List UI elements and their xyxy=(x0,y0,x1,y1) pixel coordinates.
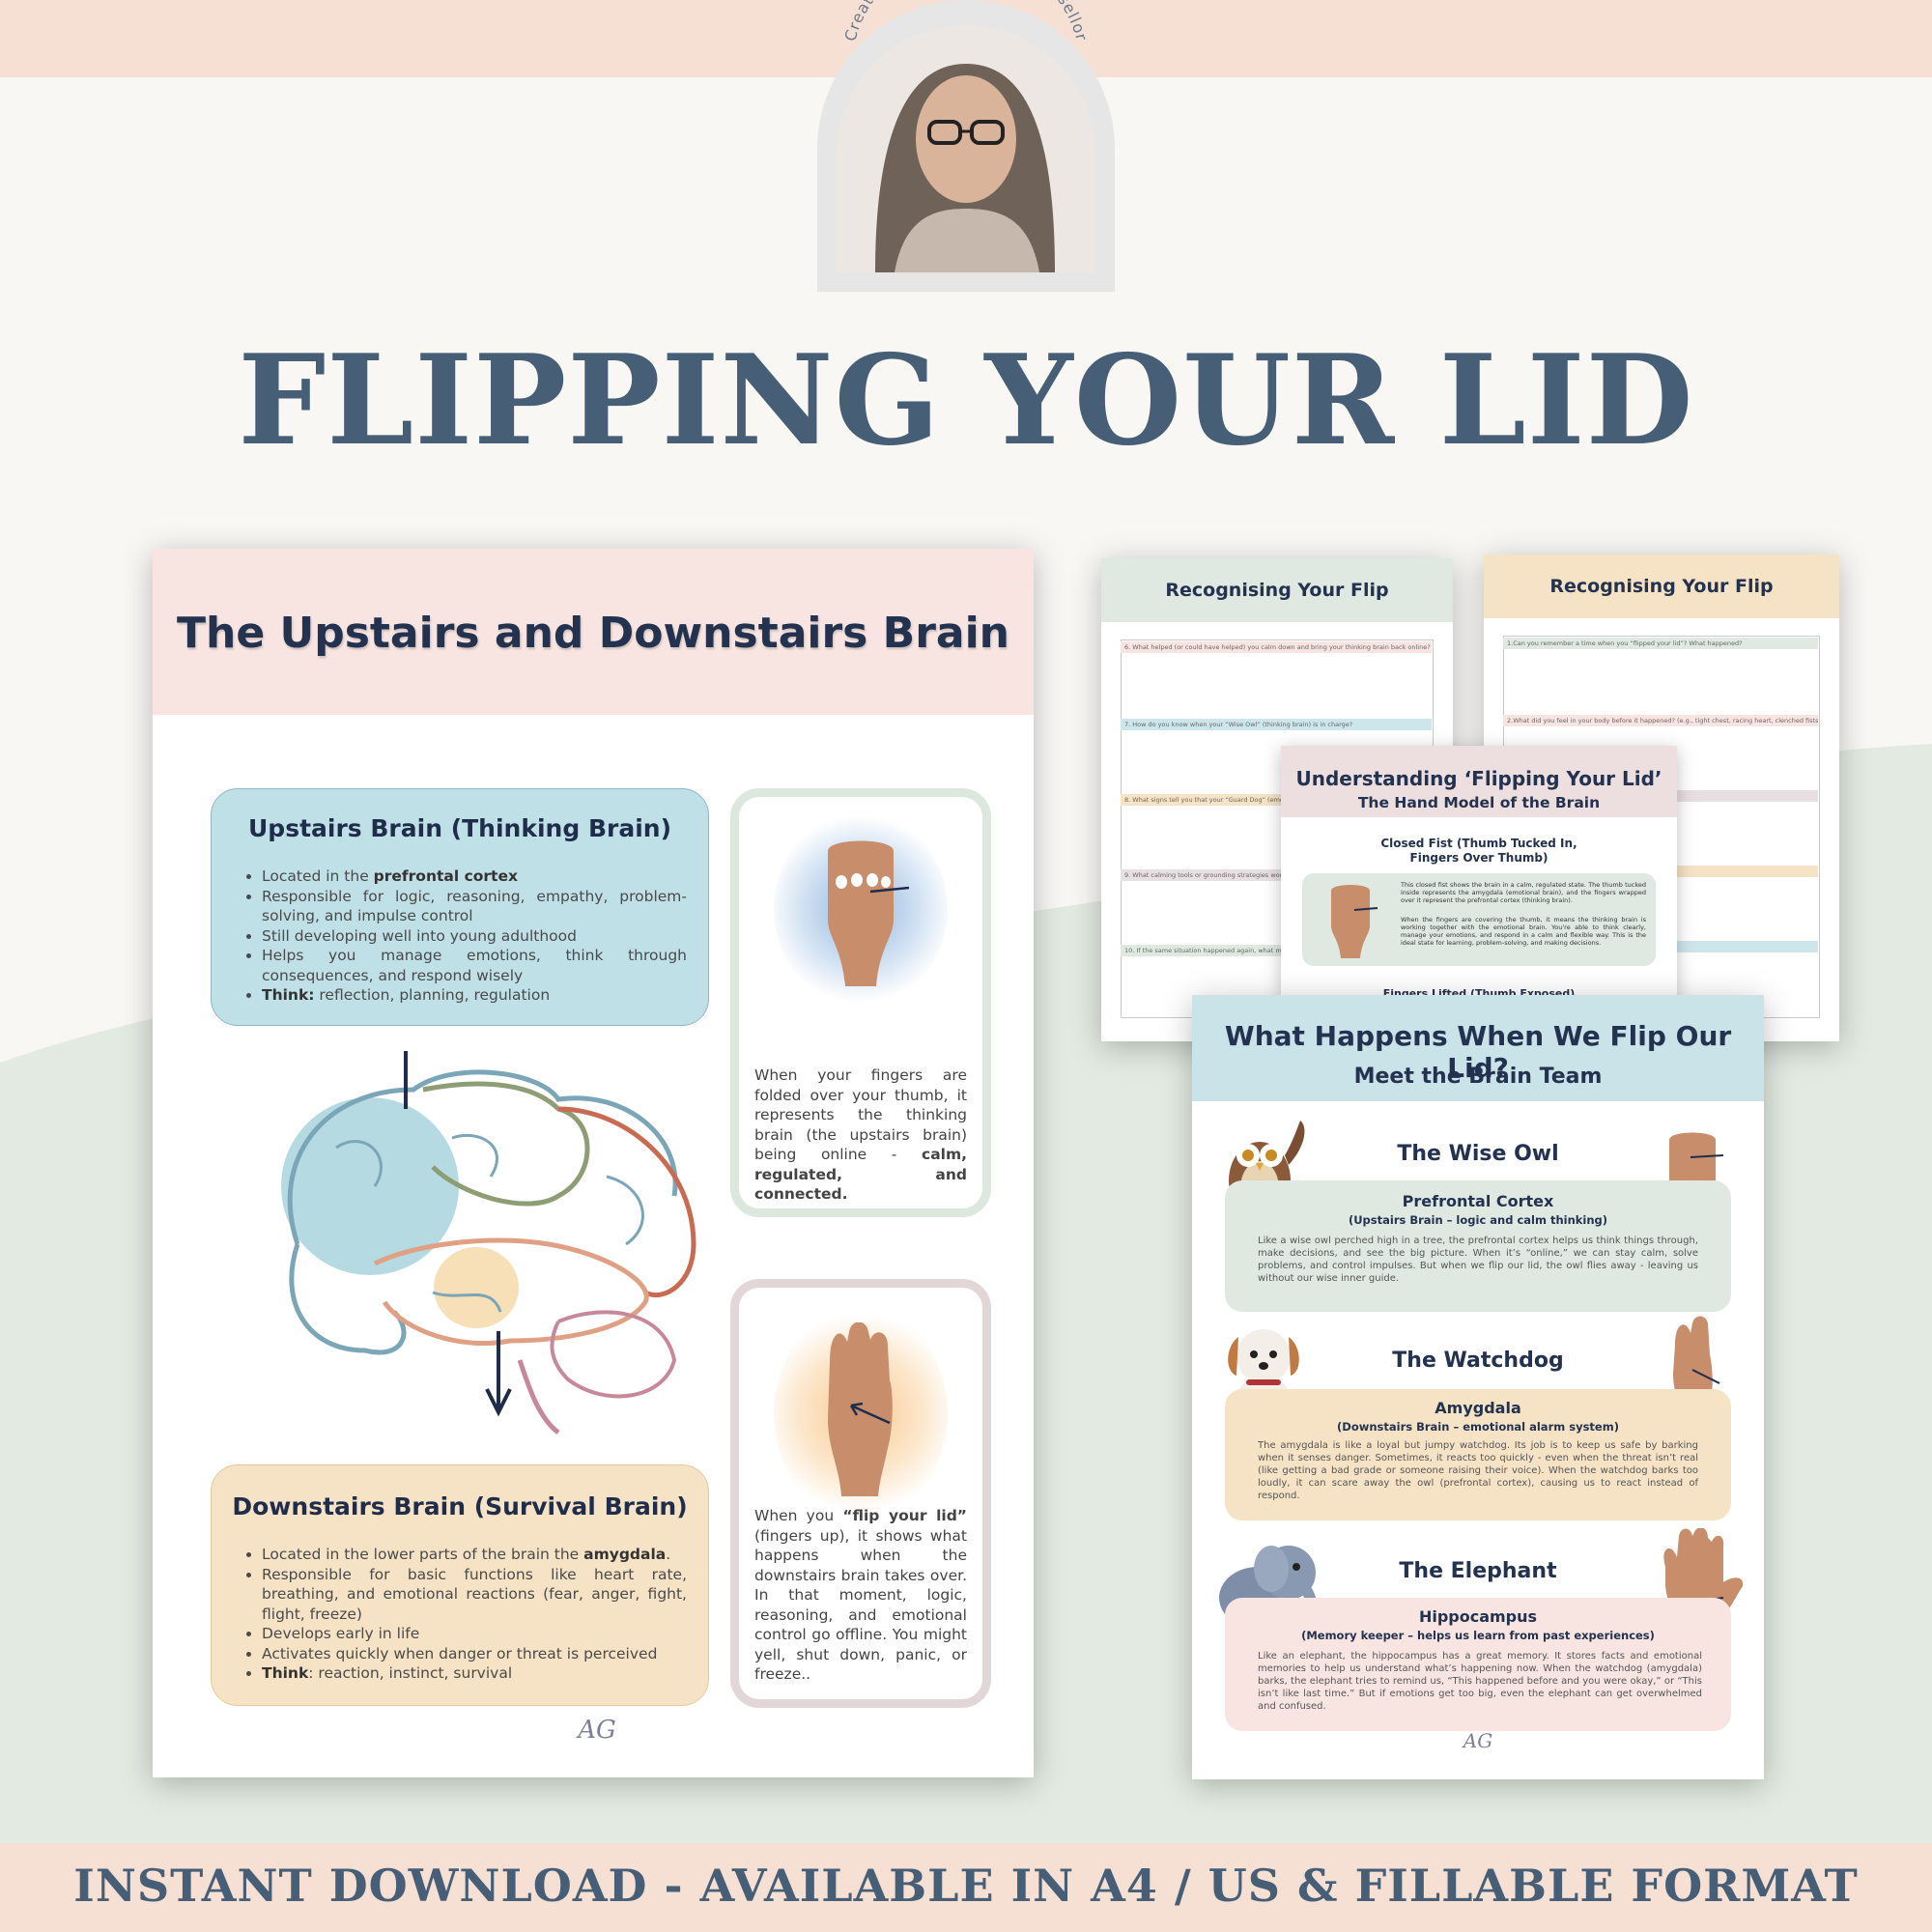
question-8: 8. What signs tell you that your “Guard … xyxy=(1121,794,1298,806)
owl-role-sub: (Upstairs Brain – logic and calm thinkin… xyxy=(1348,1213,1608,1227)
brain-illustration xyxy=(281,1051,696,1435)
upstairs-brain-item: Think: reflection, planning, regulation xyxy=(262,985,687,1006)
open-hand-card: When you “flip your lid” (fingers up), i… xyxy=(730,1279,991,1708)
brain-team-subtitle: Meet the Brain Team xyxy=(1353,1065,1603,1089)
hand-model-text-1: This closed fist shows the brain in a ca… xyxy=(1401,881,1646,904)
hand-model-box: This closed fist shows the brain in a ca… xyxy=(1302,873,1656,966)
elephant-role-sub: (Memory keeper – helps us learn from pas… xyxy=(1301,1629,1655,1642)
main-title: FLIPPING YOUR LID xyxy=(238,328,1694,473)
downstairs-brain-item: Develops early in life xyxy=(262,1624,687,1644)
question-10: 10. If the same situation happened again… xyxy=(1121,945,1298,956)
dog-box: Amygdala (Downstairs Brain – emotional a… xyxy=(1225,1389,1731,1520)
upstairs-downstairs-page: The Upstairs and Downstairs Brain Upstai… xyxy=(153,549,1034,1777)
elephant-role: Hippocampus xyxy=(1418,1607,1538,1626)
upstairs-brain-item: Responsible for logic, reasoning, empath… xyxy=(262,887,687,926)
dog-name: The Watchdog xyxy=(1392,1349,1564,1373)
downstairs-brain-box: Downstairs Brain (Survival Brain) Locate… xyxy=(211,1464,709,1706)
upstairs-brain-box: Upstairs Brain (Thinking Brain) Located … xyxy=(211,788,709,1026)
downstairs-brain-item: Think: reaction, instinct, survival xyxy=(262,1663,687,1684)
upstairs-brain-item: Helps you manage emotions, think through… xyxy=(262,946,687,985)
brand-logo: AG xyxy=(578,1716,616,1745)
open-hand-icon xyxy=(828,1322,893,1496)
footer-banner-text: INSTANT DOWNLOAD - AVAILABLE IN A4 / US … xyxy=(73,1860,1859,1912)
svg-text:Created by a Registered Counse: Created by a Registered Counsellor xyxy=(840,0,1091,43)
hand-model-text-2: When the fingers are covering the thumb,… xyxy=(1401,916,1646,947)
closed-fist-description: When your fingers are folded over your t… xyxy=(754,1066,967,1203)
upstairs-brain-item: Located in the prefrontal cortex xyxy=(262,867,687,887)
hand-model-page: Understanding ‘Flipping Your Lid’ The Ha… xyxy=(1281,746,1677,1003)
downstairs-brain-title: Downstairs Brain (Survival Brain) xyxy=(232,1492,688,1520)
brain-team-page: What Happens When We Flip Our Lid? Meet … xyxy=(1192,995,1764,1779)
owl-name: The Wise Owl xyxy=(1397,1142,1559,1166)
dog-role-sub: (Downstairs Brain – emotional alarm syst… xyxy=(1337,1420,1619,1434)
question-5-bar xyxy=(1677,941,1818,952)
question-9: 9. What calming tools or grounding strat… xyxy=(1121,869,1298,881)
downstairs-brain-item: Responsible for basic functions like hea… xyxy=(262,1565,687,1625)
downstairs-brain-item: Activates quickly when danger or threat … xyxy=(262,1644,687,1664)
rec-page-2-header xyxy=(1484,554,1839,618)
upstairs-brain-title: Upstairs Brain (Thinking Brain) xyxy=(248,814,671,842)
elephant-text: Like an elephant, the hippocampus has a … xyxy=(1258,1651,1702,1712)
question-3-bar xyxy=(1677,790,1818,802)
closed-fist-card: When your fingers are folded over your t… xyxy=(730,788,991,1217)
upstairs-brain-item: Still developing well into young adultho… xyxy=(262,926,687,947)
page-header xyxy=(153,549,1034,715)
owl-box: Prefrontal Cortex (Upstairs Brain – logi… xyxy=(1225,1180,1731,1312)
question-2: 2.What did you feel in your body before … xyxy=(1503,715,1818,726)
dog-text: The amygdala is like a loyal but jumpy w… xyxy=(1258,1440,1698,1501)
bottom-band xyxy=(0,1843,1932,1932)
owl-text: Like a wise owl perched high in a tree, … xyxy=(1258,1236,1698,1284)
page-title: The Upstairs and Downstairs Brain xyxy=(176,609,1010,658)
badge-curved-text: Created by a Registered Counsellor xyxy=(840,0,1091,43)
question-1: 1.Can you remember a time when you “flip… xyxy=(1503,638,1818,649)
rec-page-1-header xyxy=(1101,558,1453,622)
downstairs-brain-list: Located in the lower parts of the brain … xyxy=(242,1545,687,1684)
question-7: 7. How do you know when your “Wise Owl” … xyxy=(1121,719,1432,730)
downstairs-brain-item: Located in the lower parts of the brain … xyxy=(262,1545,687,1565)
elephant-box: Hippocampus (Memory keeper – helps us le… xyxy=(1225,1598,1731,1731)
hand-model-subtitle: The Hand Model of the Brain xyxy=(1357,794,1601,811)
closed-fist-icon xyxy=(828,840,909,986)
brain-team-title: What Happens When We Flip Our Lid? xyxy=(1224,1020,1732,1084)
hand-model-title: Understanding ‘Flipping Your Lid’ xyxy=(1295,767,1662,790)
brain-team-header xyxy=(1192,995,1764,1101)
counsellor-photo xyxy=(837,25,1095,272)
question-6: 6. What helped (or could have helped) yo… xyxy=(1121,641,1432,653)
rec-page-1-title: Recognising Your Flip xyxy=(1165,580,1389,601)
question-4-bar xyxy=(1677,866,1818,877)
closed-fist-caption: Closed Fist (Thumb Tucked In,Fingers Ove… xyxy=(1380,837,1577,865)
owl-role: Prefrontal Cortex xyxy=(1402,1192,1554,1210)
dog-role: Amygdala xyxy=(1435,1399,1521,1417)
rec-page-2-title: Recognising Your Flip xyxy=(1549,576,1774,597)
hand-model-header xyxy=(1281,746,1677,817)
upstairs-brain-list: Located in the prefrontal cortexResponsi… xyxy=(242,867,687,1006)
small-fist-icon xyxy=(1331,885,1378,958)
open-hand-description: When you “flip your lid” (fingers up), i… xyxy=(754,1507,967,1683)
brand-logo-small: AG xyxy=(1463,1729,1493,1752)
elephant-name: The Elephant xyxy=(1399,1559,1557,1583)
